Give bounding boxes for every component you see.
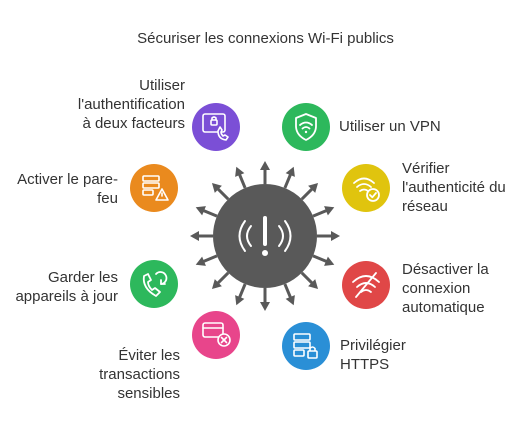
label-vpn: Utiliser un VPN <box>339 118 441 135</box>
item-circle-firewall <box>130 164 178 212</box>
wifi-check-icon <box>353 177 380 202</box>
arrow-head <box>308 182 319 193</box>
label-update: Garder les appareils à jour <box>15 269 118 305</box>
arrow-head <box>285 166 295 177</box>
wifi-warning-icon <box>238 216 292 256</box>
label-disable: Désactiver la connexion automatique <box>402 261 489 316</box>
arrow-head <box>331 231 340 241</box>
item-circle-verify <box>342 164 390 212</box>
phone-refresh-icon <box>142 271 168 297</box>
arrow-head <box>324 206 335 216</box>
diagram-title: Sécuriser les connexions Wi-Fi publics <box>137 30 394 47</box>
arrow-head <box>211 182 222 193</box>
arrow-head <box>260 302 270 311</box>
arrow-head <box>235 166 245 177</box>
label-https: Privilégier HTTPS <box>340 337 406 373</box>
label-2fa: Utiliser l'authentification à deux facte… <box>77 77 185 132</box>
item-circle-transactions <box>192 311 240 359</box>
two-factor-icon <box>202 113 229 141</box>
arrow-head <box>285 295 295 306</box>
wifi-off-icon <box>352 272 380 298</box>
arrow-head <box>260 161 270 170</box>
item-circle-https <box>282 322 330 370</box>
item-circle-update <box>130 260 178 308</box>
arrow-head <box>195 256 206 266</box>
center-hub <box>213 184 317 288</box>
label-verify: Vérifier l'authenticité du réseau <box>402 160 506 215</box>
arrow-head <box>308 279 319 290</box>
shield-wifi-icon <box>295 113 317 141</box>
label-firewall: Activer le pare- feu <box>17 171 118 207</box>
label-transactions: Éviter les transactions sensibles <box>99 347 180 402</box>
card-cancel-icon <box>202 322 231 347</box>
arrow-group <box>190 161 340 311</box>
arrow-head <box>235 295 245 306</box>
item-circle-2fa <box>192 103 240 151</box>
arrow-head <box>211 279 222 290</box>
server-lock-icon <box>293 333 318 359</box>
item-circle-vpn <box>282 103 330 151</box>
item-circle-disable <box>342 261 390 309</box>
arrow-head <box>324 256 335 266</box>
arrow-head <box>195 206 206 216</box>
arrow-head <box>190 231 199 241</box>
firewall-warning-icon <box>142 175 169 201</box>
